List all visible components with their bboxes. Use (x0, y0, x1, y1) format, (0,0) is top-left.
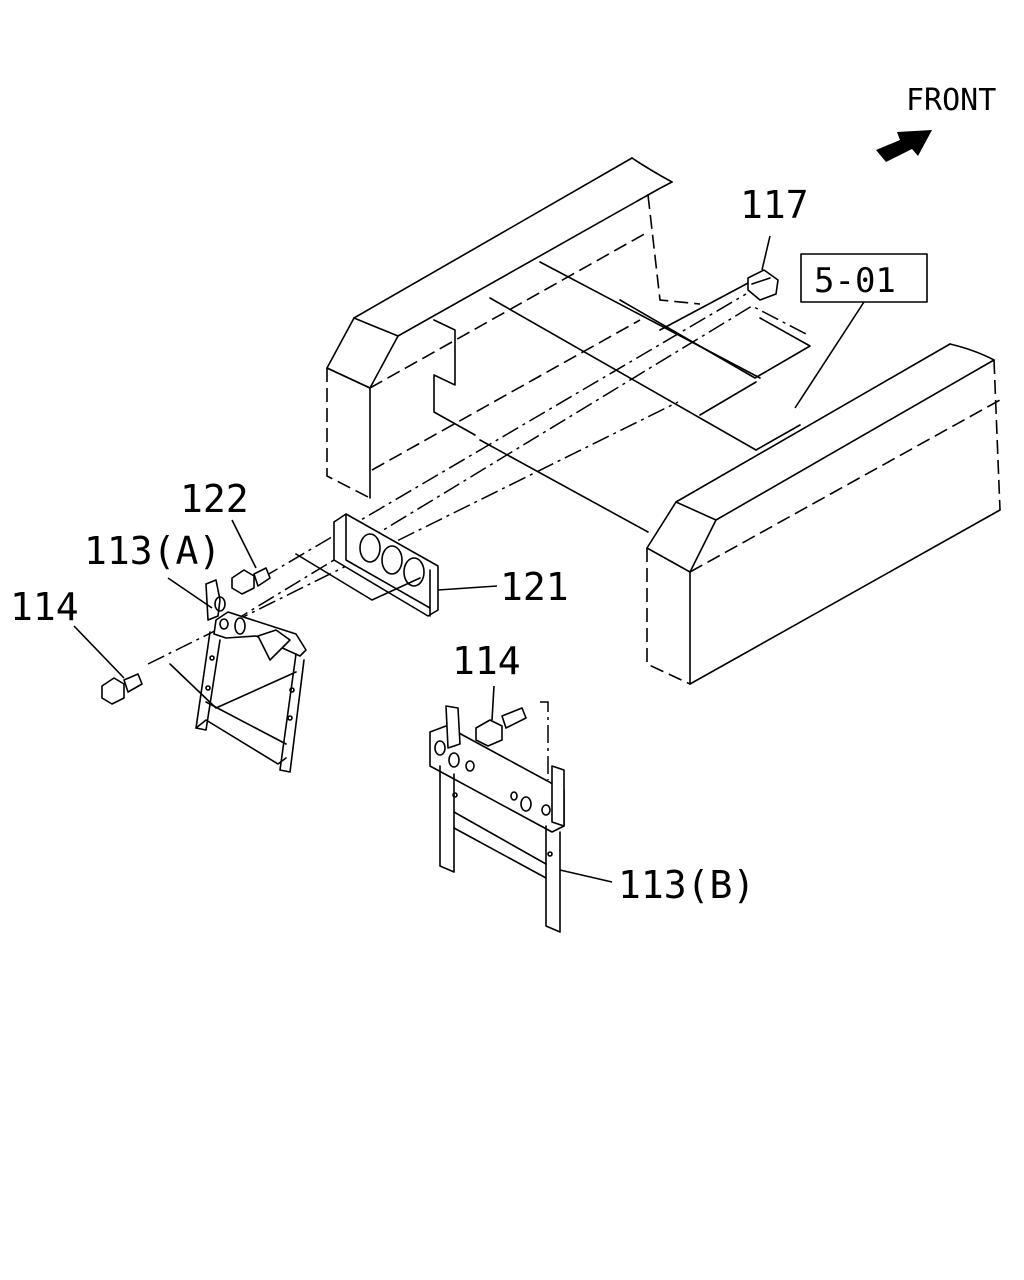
left-frame-rail (326, 157, 701, 499)
bolt-114-right: 114 (452, 639, 527, 747)
callout-113a: 113(A) (84, 529, 221, 573)
bolt-114-left: 114 (10, 585, 143, 705)
plate-121: 121 (295, 513, 569, 617)
callout-113b: 113(B) (618, 863, 755, 907)
assembly-centerlines (147, 293, 811, 780)
chassis-frame (326, 157, 1001, 685)
front-arrow-icon (876, 130, 932, 162)
callout-122: 122 (180, 477, 249, 521)
callout-114-left: 114 (10, 585, 79, 629)
callout-114-right: 114 (452, 639, 521, 683)
crossmember (479, 261, 811, 533)
front-label: FRONT (906, 83, 996, 118)
bolt-122: 122 (180, 477, 271, 595)
bracket-113a: 113(A) (84, 529, 307, 773)
bracket-113b: 113(B) (429, 705, 755, 933)
right-frame-rail (646, 343, 1001, 685)
callout-117: 117 (740, 183, 809, 227)
callout-121: 121 (500, 565, 569, 609)
nut-117: 117 (740, 183, 809, 301)
reference-box-label: 5-01 (814, 261, 896, 301)
reference-box-5-01: 5-01 (794, 253, 928, 409)
